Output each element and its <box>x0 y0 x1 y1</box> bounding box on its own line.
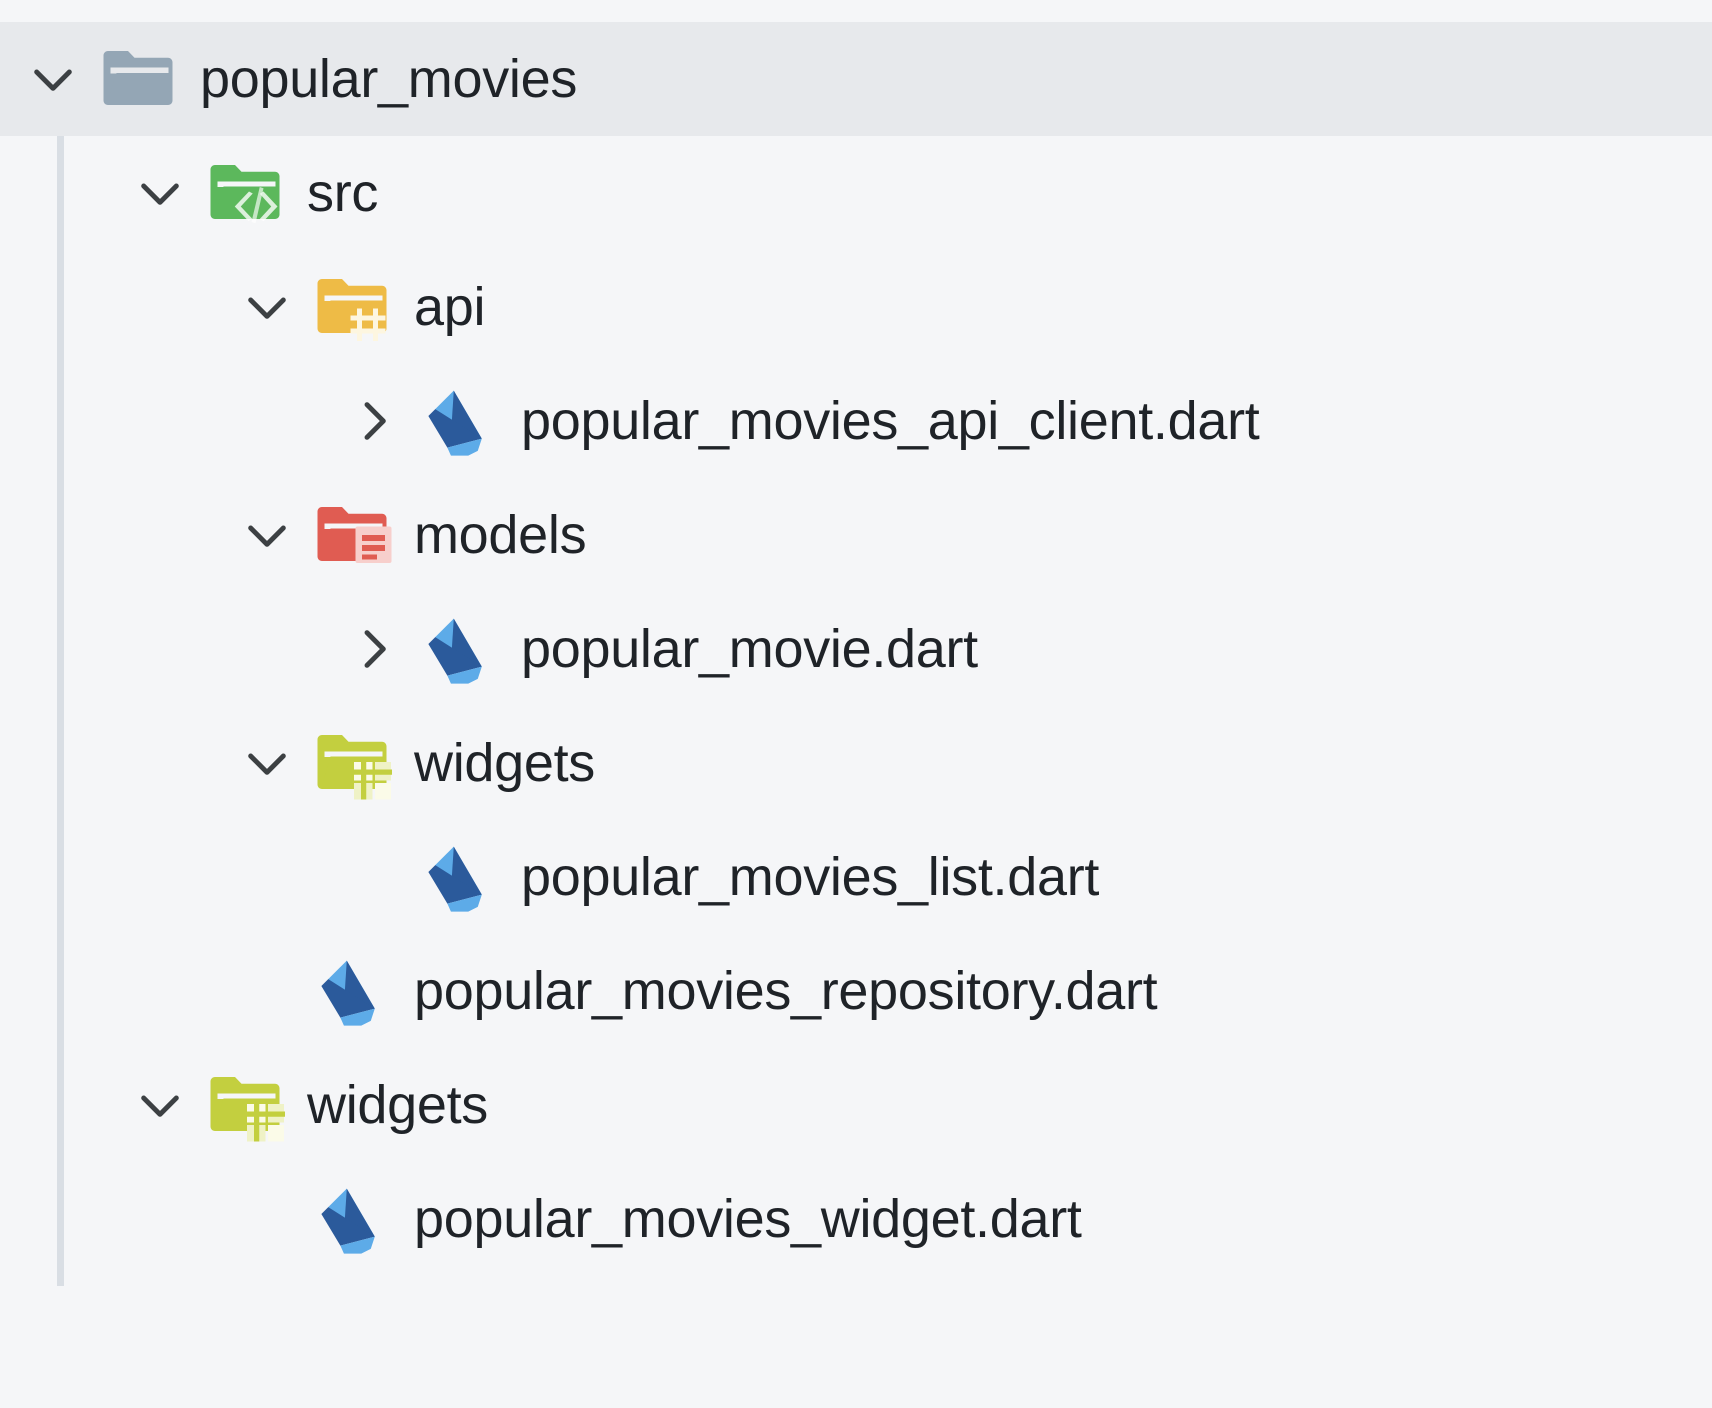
folder-root-icon <box>90 22 186 136</box>
tree-row-label: widgets <box>307 1075 488 1135</box>
folder-widgets-icon <box>197 1048 293 1162</box>
chevron-down-icon[interactable] <box>230 706 304 820</box>
dart-file-icon <box>411 364 507 478</box>
tree-row-label: models <box>414 505 587 565</box>
tree-row-widgets-inner[interactable]: widgets <box>0 706 1712 820</box>
tree-row-label: popular_movies_api_client.dart <box>521 391 1260 451</box>
tree-row-label: popular_movies_widget.dart <box>414 1189 1082 1249</box>
chevron-down-icon[interactable] <box>230 478 304 592</box>
dart-file-icon <box>304 1162 400 1276</box>
tree-row-label: api <box>414 277 486 337</box>
folder-models-icon <box>304 478 400 592</box>
tree-row-popular-movies-repository-dart[interactable]: popular_movies_repository.dart <box>0 934 1712 1048</box>
folder-widgets-icon <box>304 706 400 820</box>
tree-row-widgets-outer[interactable]: widgets <box>0 1048 1712 1162</box>
tree-row-src[interactable]: src <box>0 136 1712 250</box>
tree-row-popular-movies-api-client-dart[interactable]: popular_movies_api_client.dart <box>0 364 1712 478</box>
tree-row-popular-movies-list-dart[interactable]: popular_movies_list.dart <box>0 820 1712 934</box>
chevron-down-icon[interactable] <box>16 22 90 136</box>
chevron-right-icon[interactable] <box>337 592 411 706</box>
twisty-placeholder <box>230 1162 304 1276</box>
tree-row-models[interactable]: models <box>0 478 1712 592</box>
twisty-placeholder <box>230 934 304 1048</box>
tree-row-popular-movies-widget-dart[interactable]: popular_movies_widget.dart <box>0 1162 1712 1276</box>
chevron-down-icon[interactable] <box>230 250 304 364</box>
folder-api-icon <box>304 250 400 364</box>
tree-row-api[interactable]: api <box>0 250 1712 364</box>
tree-row-popular-movies[interactable]: popular_movies <box>0 22 1712 136</box>
tree-row-label: popular_movie.dart <box>521 619 978 679</box>
tree-row-label: popular_movies <box>200 49 578 109</box>
tree-row-popular-movie-dart[interactable]: popular_movie.dart <box>0 592 1712 706</box>
dart-file-icon <box>411 820 507 934</box>
tree-row-label: widgets <box>414 733 595 793</box>
chevron-down-icon[interactable] <box>123 136 197 250</box>
dart-file-icon <box>304 934 400 1048</box>
twisty-placeholder <box>337 820 411 934</box>
tree-row-label: popular_movies_list.dart <box>521 847 1100 907</box>
tree-row-label: popular_movies_repository.dart <box>414 961 1158 1021</box>
chevron-down-icon[interactable] <box>123 1048 197 1162</box>
indent-guide-line <box>57 122 64 1286</box>
chevron-right-icon[interactable] <box>337 364 411 478</box>
folder-src-icon <box>197 136 293 250</box>
dart-file-icon <box>411 592 507 706</box>
tree-row-label: src <box>307 163 379 223</box>
